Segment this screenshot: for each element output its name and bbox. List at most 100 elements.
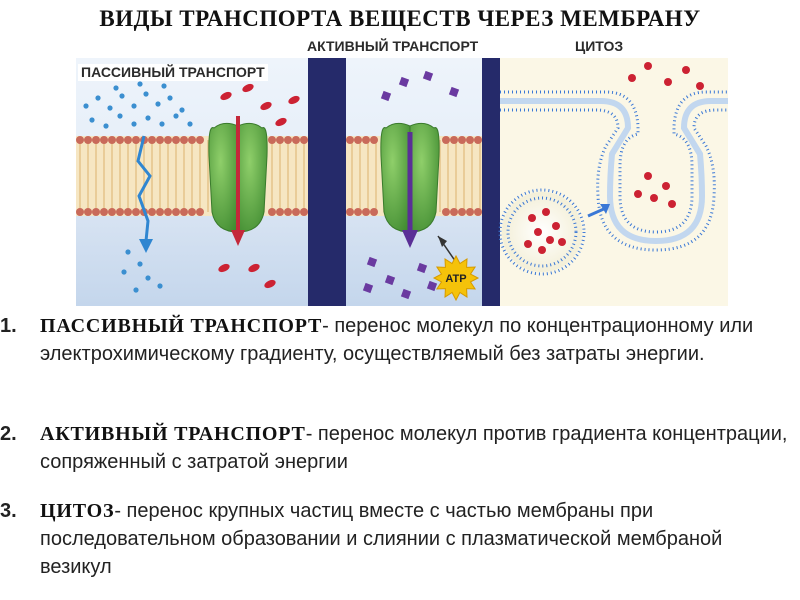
cargo-particle [668,200,676,208]
lipid-head [362,208,370,216]
lipid-head [354,208,362,216]
lipid-head [292,208,300,216]
item-text: АКТИВНЫЙ ТРАНСПОРТ- перенос молекул прот… [40,420,795,476]
item-definition: - перенос молекул по концентрационному и… [40,315,754,365]
item-text: ПАССИВНЫЙ ТРАНСПОРТ- перенос молекул по … [40,312,795,368]
membrane-transport-illustration: ATP [76,58,728,306]
lipid-head [76,208,84,216]
membrane-transport-figure: ATP ПАССИВНЫЙ ТРАНСПОРТ АКТИВНЫЙ ТРАНСПО… [76,36,728,306]
atp-label: ATP [445,273,466,285]
cargo-particle [558,238,566,246]
blue-molecule [187,121,193,127]
lipid-head [164,136,172,144]
lipid-head [156,208,164,216]
item-term: ЦИТОЗ [40,500,115,522]
lipid-head [132,136,140,144]
blue-molecule [121,269,127,275]
small-molecules-blue [83,81,193,293]
lipid-head [188,208,196,216]
lipid-head [148,136,156,144]
lipid-head [450,208,458,216]
red-molecule [260,101,272,111]
lipid-head [84,136,92,144]
purple-molecule [398,76,410,88]
blue-molecule [117,113,123,119]
cargo-particle [682,66,690,74]
diffusion-arrow [136,135,152,242]
atp-burst-icon: ATP [432,254,480,302]
lipid-head [354,136,362,144]
lipid-head [362,136,370,144]
purple-molecule [422,70,434,82]
pumped-molecules-purple [362,70,460,300]
lipid-head [370,136,378,144]
pump-arrow-head [402,230,418,248]
purple-molecule [384,274,396,286]
cargo-particles [524,62,704,254]
cargo-particle [662,182,670,190]
lipid-head [132,208,140,216]
item-definition: - перенос молекул против градиента конце… [40,423,788,473]
purple-molecule [380,90,392,102]
lipid-head [148,208,156,216]
lipid-head [180,208,188,216]
lipid-head [268,136,276,144]
item-number: 1. [0,315,17,337]
lipid-head [292,136,300,144]
cargo-particle [628,74,636,82]
red-molecule [264,279,276,289]
cargo-particle [538,246,546,254]
blue-molecule [131,103,137,109]
cargo-particle [552,222,560,230]
channel-arrow-head [231,230,245,246]
lipid-head [108,136,116,144]
cytosis-panel [498,58,728,306]
slide-title: ВИДЫ ТРАНСПОРТА ВЕЩЕСТВ ЧЕРЕЗ МЕМБРАНУ [99,6,701,31]
lipid-head [276,208,284,216]
cargo-particle [542,208,550,216]
passive-transport-panel [76,58,308,306]
lipid-head [76,136,84,144]
blue-molecule [113,85,119,91]
lipid-head [284,136,292,144]
red-molecule [218,263,230,273]
blue-molecule [161,83,167,89]
lipid-head [108,208,116,216]
item-definition: - перенос крупных частиц вместе с частью… [40,500,723,578]
lipid-head [370,208,378,216]
lipid-head [124,208,132,216]
red-molecule [288,95,300,105]
cytosis-arrow-head [600,204,610,214]
lipid-head [458,136,466,144]
lipid-head [164,208,172,216]
blue-molecule [179,107,185,113]
lipid-head [474,208,482,216]
item-term: АКТИВНЫЙ ТРАНСПОРТ [40,423,306,445]
lipid-head [84,208,92,216]
red-molecule [248,263,260,273]
item-number: 2. [0,423,17,445]
lipid-head [188,136,196,144]
item-number: 3. [0,500,17,522]
pump-protein [380,122,440,233]
blue-molecule [159,121,165,127]
lipid-head [116,208,124,216]
blue-molecule [95,95,101,101]
blue-molecule [157,283,163,289]
red-molecule [275,117,287,127]
red-molecule [220,91,232,101]
lipid-head [172,136,180,144]
blue-molecule [173,113,179,119]
blue-molecule [155,101,161,107]
blue-molecule [131,121,137,127]
purple-molecule [366,256,378,268]
lipid-head [442,136,450,144]
cargo-particle [644,172,652,180]
cargo-particle [534,228,542,236]
lipid-head [196,136,204,144]
lipid-head [300,208,308,216]
cargo-particle [528,214,536,222]
lipid-head [268,208,276,216]
purple-molecule [362,282,374,294]
cytosis-arrow [587,206,607,218]
